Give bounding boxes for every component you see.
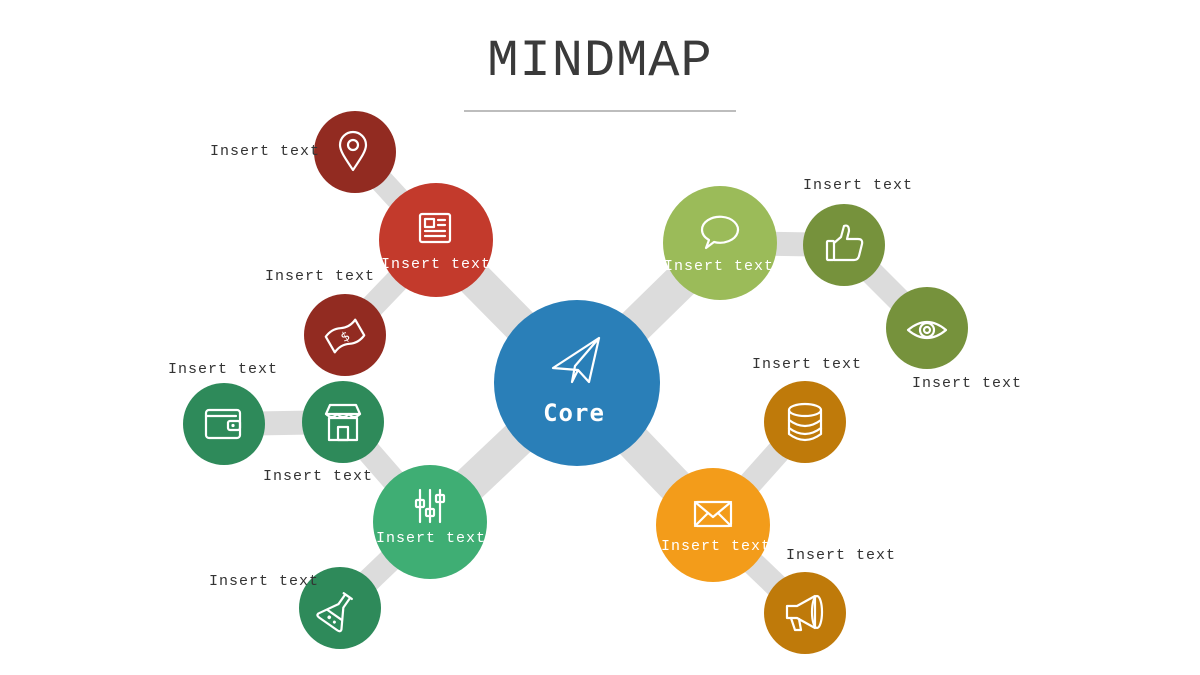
- envelope-icon: [693, 500, 733, 528]
- leaf-node-eye: [886, 287, 968, 369]
- leaf-node-db: [764, 381, 846, 463]
- speech-bubble-icon: [700, 215, 740, 250]
- leaf-label-thumb: Insert text: [803, 177, 914, 194]
- leaf-node-store: [302, 381, 384, 463]
- leaf-node-money: $: [304, 294, 386, 376]
- branch-node-red: Insert text: [379, 183, 493, 297]
- paper-plane-icon: [551, 336, 601, 384]
- branch-node-green: Insert text: [373, 465, 487, 579]
- leaf-node-flask: [299, 567, 381, 649]
- database-icon: [787, 402, 823, 442]
- leaf-label-db: Insert text: [752, 356, 863, 373]
- branch-node-lime: Insert text: [663, 186, 777, 300]
- leaf-node-pin: [314, 111, 396, 193]
- leaf-label-mega: Insert text: [786, 547, 897, 564]
- thumbs-up-icon: [825, 224, 864, 262]
- core-node: Core: [494, 300, 660, 466]
- branch-label-red: Insert text: [381, 256, 491, 273]
- eye-icon: [906, 320, 948, 340]
- leaf-label-money: Insert text: [265, 268, 376, 285]
- megaphone-icon: [785, 594, 824, 632]
- leaf-node-wallet: [183, 383, 265, 465]
- branch-label-green: Insert text: [376, 530, 486, 547]
- page-title: MINDMAP: [487, 32, 713, 91]
- leaf-label-pin: Insert text: [210, 143, 321, 160]
- store-icon: [324, 403, 362, 442]
- newspaper-icon: [418, 212, 452, 244]
- leaf-node-mega: [764, 572, 846, 654]
- leaf-node-thumb: [803, 204, 885, 286]
- branch-label-orange: Insert text: [661, 538, 771, 555]
- branch-node-orange: Insert text: [656, 468, 771, 582]
- leaf-label-store: Insert text: [263, 468, 374, 485]
- branch-label-lime: Insert text: [664, 258, 774, 275]
- core-label: Core: [543, 399, 605, 427]
- leaf-label-wallet: Insert text: [168, 361, 279, 378]
- leaf-label-eye: Insert text: [912, 375, 1023, 392]
- title-underline: [464, 110, 736, 112]
- leaf-label-flask: Insert text: [209, 573, 320, 590]
- wallet-icon: [204, 408, 242, 440]
- flask-icon: [316, 592, 353, 633]
- location-pin-icon: [338, 130, 368, 172]
- sliders-icon: [414, 488, 446, 524]
